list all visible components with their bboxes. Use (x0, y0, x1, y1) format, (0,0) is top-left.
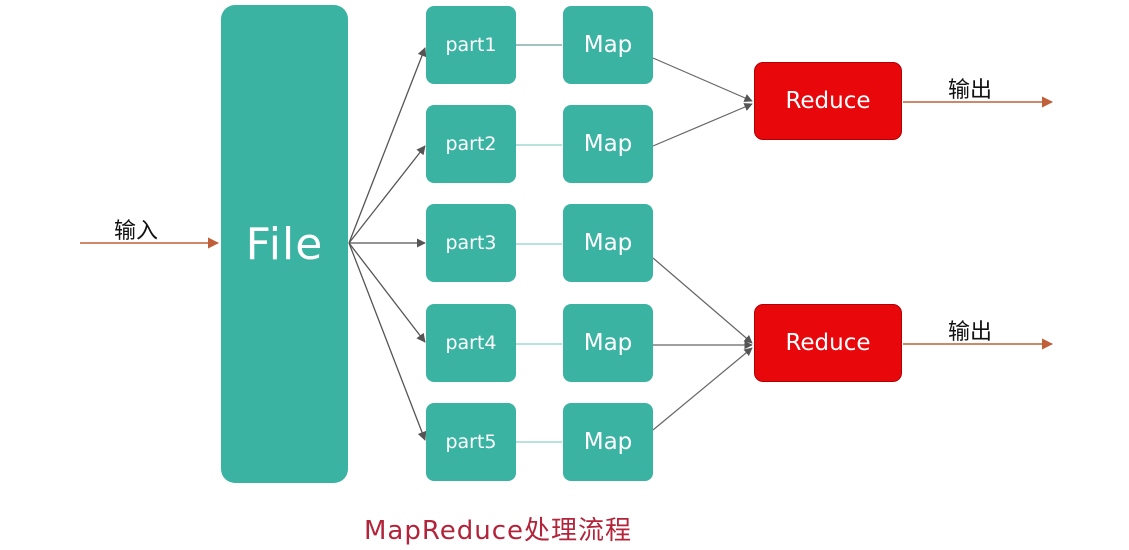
output-label-2: 输出 (948, 320, 993, 345)
file-to-part4-arrow (348, 242, 426, 343)
part-box-5: part5 (426, 403, 516, 481)
file-to-part1-arrow (348, 47, 427, 244)
file-to-part5-arrow (348, 242, 427, 441)
input-label: 输入 (114, 219, 159, 244)
map-box-3: Map (563, 204, 653, 282)
reduce-box-1: Reduce (754, 62, 902, 140)
map-box-1: Map (563, 6, 653, 84)
part-box-4: part4 (426, 304, 516, 382)
map5-to-reduce2-arrow (652, 347, 753, 431)
part-box-2: part2 (426, 105, 516, 183)
map-box-5: Map (563, 403, 653, 481)
map1-to-reduce1-arrow (652, 57, 753, 102)
map2-to-reduce1-arrow (652, 103, 753, 147)
map-box-4: Map (563, 304, 653, 382)
map3-to-reduce2-arrow (652, 257, 753, 344)
part-box-1: part1 (426, 6, 516, 84)
diagram-caption: MapReduce处理流程 (364, 516, 633, 546)
output-label-1: 输出 (948, 78, 993, 103)
file-to-part2-arrow (348, 145, 426, 244)
reduce-box-2: Reduce (754, 304, 902, 382)
map-box-2: Map (563, 105, 653, 183)
file-box: File (221, 5, 348, 483)
part-box-3: part3 (426, 204, 516, 282)
